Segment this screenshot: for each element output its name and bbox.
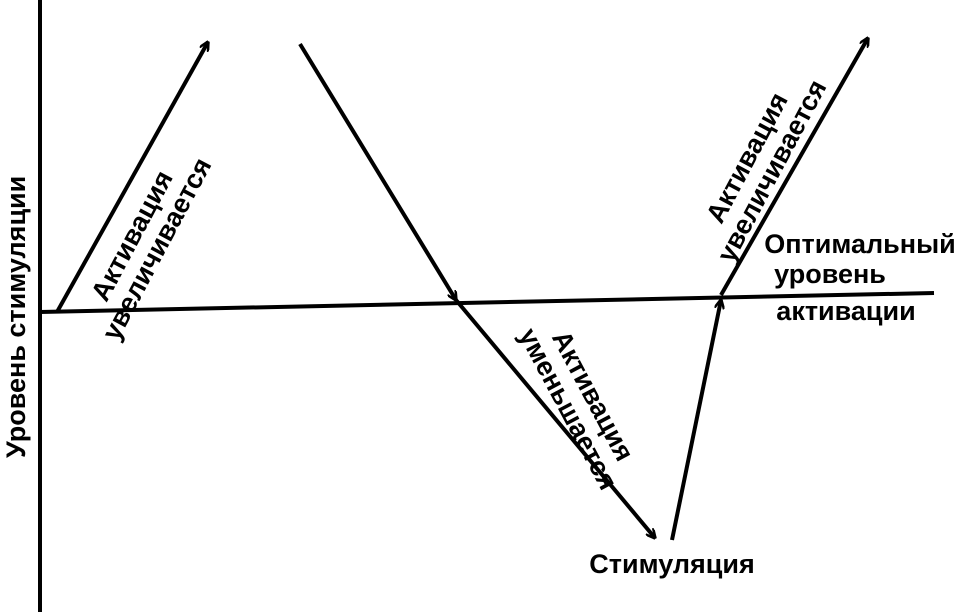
optimal-level-line [39, 291, 935, 314]
optimal-level-label-line1: Оптимальный [764, 229, 954, 259]
optimal-level-label-line3: активации [776, 296, 915, 326]
stimulation-rise-arrow [670, 300, 721, 541]
optimal-level-label-line2: уровень [774, 259, 886, 289]
activation-increase-arrow-left [55, 42, 208, 313]
activation-increase-arrow-right [719, 38, 868, 296]
stimulation-label: Стимуляция [589, 549, 754, 579]
activation-decrease-arrow-upper [298, 42, 456, 300]
y-axis-label: Уровень стимуляции [1, 176, 31, 458]
activation-decrease-arrow-lower [454, 298, 655, 538]
